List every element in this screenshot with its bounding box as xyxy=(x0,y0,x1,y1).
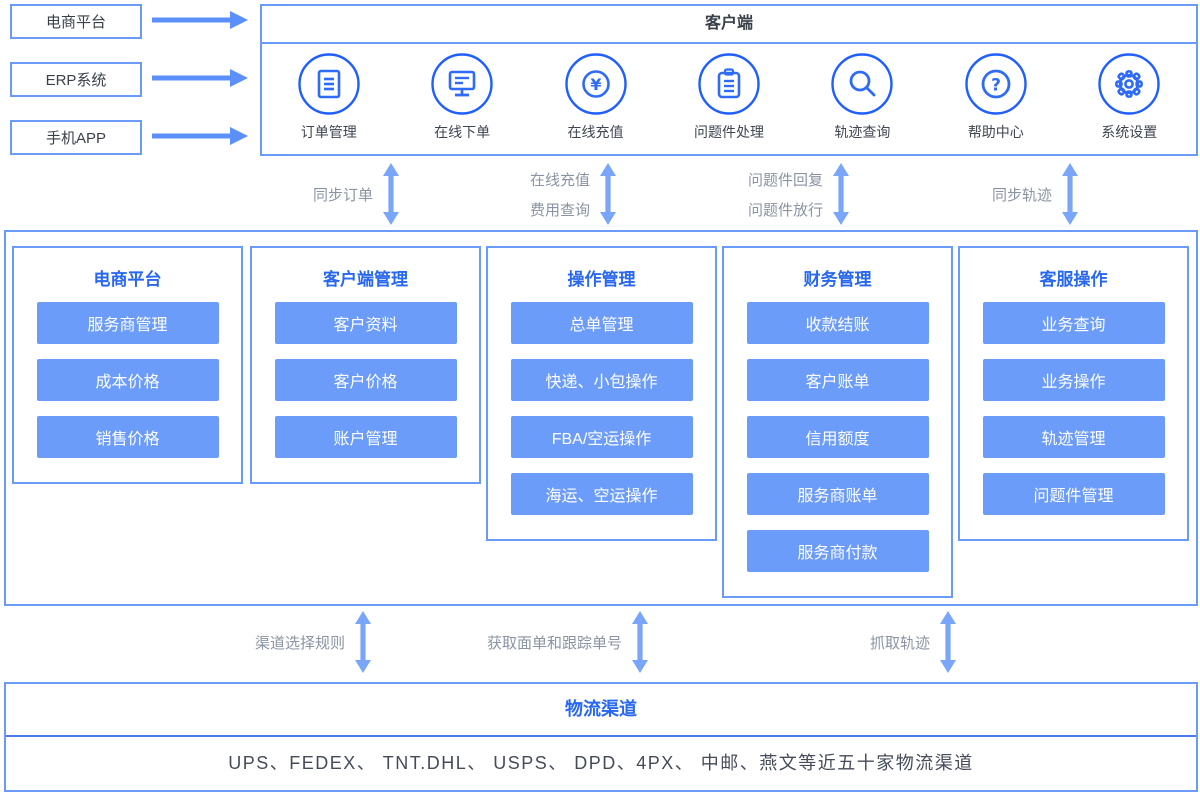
icon-label: 问题件处理 xyxy=(693,124,764,140)
module-chip: 问题件管理 xyxy=(982,473,1165,515)
flow-get-label-and-tracking-number: 获取面单和跟踪单号 xyxy=(487,611,649,673)
icon-label: 系统设置 xyxy=(1101,124,1158,140)
icon-label: 轨迹查询 xyxy=(834,124,891,140)
svg-text:¥: ¥ xyxy=(590,75,601,94)
panel-title: 客服操作 xyxy=(1039,270,1108,289)
panel-title: 客户端管理 xyxy=(323,270,408,289)
flow-label: 问题件放行 xyxy=(748,201,824,219)
logistics-channels-box: 物流渠道 UPS、FEDEX、 TNT.DHL、 USPS、 DPD、4PX、 … xyxy=(4,682,1198,792)
client-icon-row: 订单管理 在线下单 ¥ 在线充值 xyxy=(262,44,1196,142)
right-arrow-icon xyxy=(152,127,248,145)
gear-icon xyxy=(1098,53,1160,115)
panel-client-management: 客户端管理 客户资料 客户价格 账户管理 xyxy=(250,246,481,484)
logistics-carriers-list: UPS、FEDEX、 TNT.DHL、 USPS、 DPD、4PX、 中邮、燕文… xyxy=(228,753,974,773)
module-chip: 海运、空运操作 xyxy=(510,473,693,515)
source-box-ecommerce: 电商平台 xyxy=(10,4,142,39)
svg-text:?: ? xyxy=(991,76,1001,96)
feature-system-settings: 系统设置 xyxy=(1074,53,1184,142)
icon-label: 帮助中心 xyxy=(967,124,1024,140)
flow-label: 抓取轨迹 xyxy=(870,634,931,652)
source-label: 电商平台 xyxy=(45,14,106,31)
panel-title: 财务管理 xyxy=(803,270,872,289)
client-portal-title: 客户端 xyxy=(262,6,1196,44)
flow-label: 同步轨迹 xyxy=(992,186,1053,204)
module-chip: 客户价格 xyxy=(274,359,457,401)
logistics-channels-title: 物流渠道 xyxy=(6,684,1196,737)
flow-fetch-tracking: 抓取轨迹 xyxy=(870,611,957,673)
module-chip: 快递、小包操作 xyxy=(510,359,693,401)
management-system-box: 电商平台 服务商管理 成本价格 销售价格 客户端管理 客户资料 客户价格 账户管… xyxy=(4,230,1198,606)
module-chip: 服务商管理 xyxy=(36,302,219,344)
feature-help-center: ? 帮助中心 xyxy=(941,53,1051,142)
flow-sync-orders: 同步订单 xyxy=(313,163,400,225)
flow-channel-selection-rules: 渠道选择规则 xyxy=(255,611,372,673)
double-arrow-vertical-icon xyxy=(833,163,850,225)
double-arrow-vertical-icon xyxy=(1062,163,1079,225)
module-chip: 收款结账 xyxy=(746,302,929,344)
flow-label: 渠道选择规则 xyxy=(255,634,346,652)
flow-recharge-fee-query: 在线充值 费用查询 xyxy=(530,163,617,225)
flow-problem-piece: 问题件回复 问题件放行 xyxy=(748,163,850,225)
source-box-erp: ERP系统 xyxy=(10,62,142,97)
clipboard-icon xyxy=(698,53,760,115)
module-chip: 总单管理 xyxy=(510,302,693,344)
source-label: 手机APP xyxy=(45,130,106,147)
right-arrow-icon xyxy=(152,69,248,87)
double-arrow-vertical-icon xyxy=(383,163,400,225)
yuan-currency-icon: ¥ xyxy=(564,53,627,115)
panel-title: 电商平台 xyxy=(93,270,162,289)
double-arrow-vertical-icon xyxy=(632,611,649,673)
double-arrow-vertical-icon xyxy=(940,611,957,673)
flow-label: 同步订单 xyxy=(313,186,374,204)
module-chip: 轨迹管理 xyxy=(982,416,1165,458)
icon-label: 在线充值 xyxy=(567,124,624,140)
flow-label: 获取面单和跟踪单号 xyxy=(487,634,623,652)
flow-label: 问题件回复 xyxy=(748,171,824,189)
module-chip: 客户资料 xyxy=(274,302,457,344)
feature-tracking-query: 轨迹查询 xyxy=(807,53,917,142)
panel-title: 操作管理 xyxy=(567,270,636,289)
help-circle-icon: ? xyxy=(965,53,1027,115)
feature-problem-shipments: 问题件处理 xyxy=(674,53,784,142)
module-chip: 服务商付款 xyxy=(746,530,929,572)
right-arrow-icon xyxy=(152,11,248,29)
panel-operation-management: 操作管理 总单管理 快递、小包操作 FBA/空运操作 海运、空运操作 xyxy=(486,246,717,541)
source-label: ERP系统 xyxy=(45,72,107,89)
client-portal-bar: 客户端 订单管理 xyxy=(260,4,1198,156)
feature-online-ordering: 在线下单 xyxy=(407,53,517,142)
order-document-icon xyxy=(298,53,360,115)
panel-ecommerce-platform: 电商平台 服务商管理 成本价格 销售价格 xyxy=(12,246,243,484)
module-chip: 客户账单 xyxy=(746,359,929,401)
magnifier-icon xyxy=(831,53,894,115)
module-chip: 成本价格 xyxy=(36,359,219,401)
module-chip: 信用额度 xyxy=(746,416,929,458)
double-arrow-vertical-icon xyxy=(355,611,372,673)
monitor-icon xyxy=(431,53,493,115)
panel-customer-service: 客服操作 业务查询 业务操作 轨迹管理 问题件管理 xyxy=(958,246,1189,541)
double-arrow-vertical-icon xyxy=(600,163,617,225)
module-chip: 账户管理 xyxy=(274,416,457,458)
flow-label: 在线充值 xyxy=(530,171,591,189)
panel-finance-management: 财务管理 收款结账 客户账单 信用额度 服务商账单 服务商付款 xyxy=(722,246,953,598)
source-box-app: 手机APP xyxy=(10,120,142,155)
flow-label: 费用查询 xyxy=(530,201,591,219)
icon-label: 订单管理 xyxy=(300,124,357,140)
flow-sync-tracking: 同步轨迹 xyxy=(992,163,1079,225)
module-chip: 销售价格 xyxy=(36,416,219,458)
module-chip: 服务商账单 xyxy=(746,473,929,515)
module-chip: 业务查询 xyxy=(982,302,1165,344)
module-chip: FBA/空运操作 xyxy=(510,416,693,458)
feature-order-management: 订单管理 xyxy=(274,53,384,142)
feature-online-recharge: ¥ 在线充值 xyxy=(541,53,651,142)
icon-label: 在线下单 xyxy=(434,124,491,140)
module-chip: 业务操作 xyxy=(982,359,1165,401)
